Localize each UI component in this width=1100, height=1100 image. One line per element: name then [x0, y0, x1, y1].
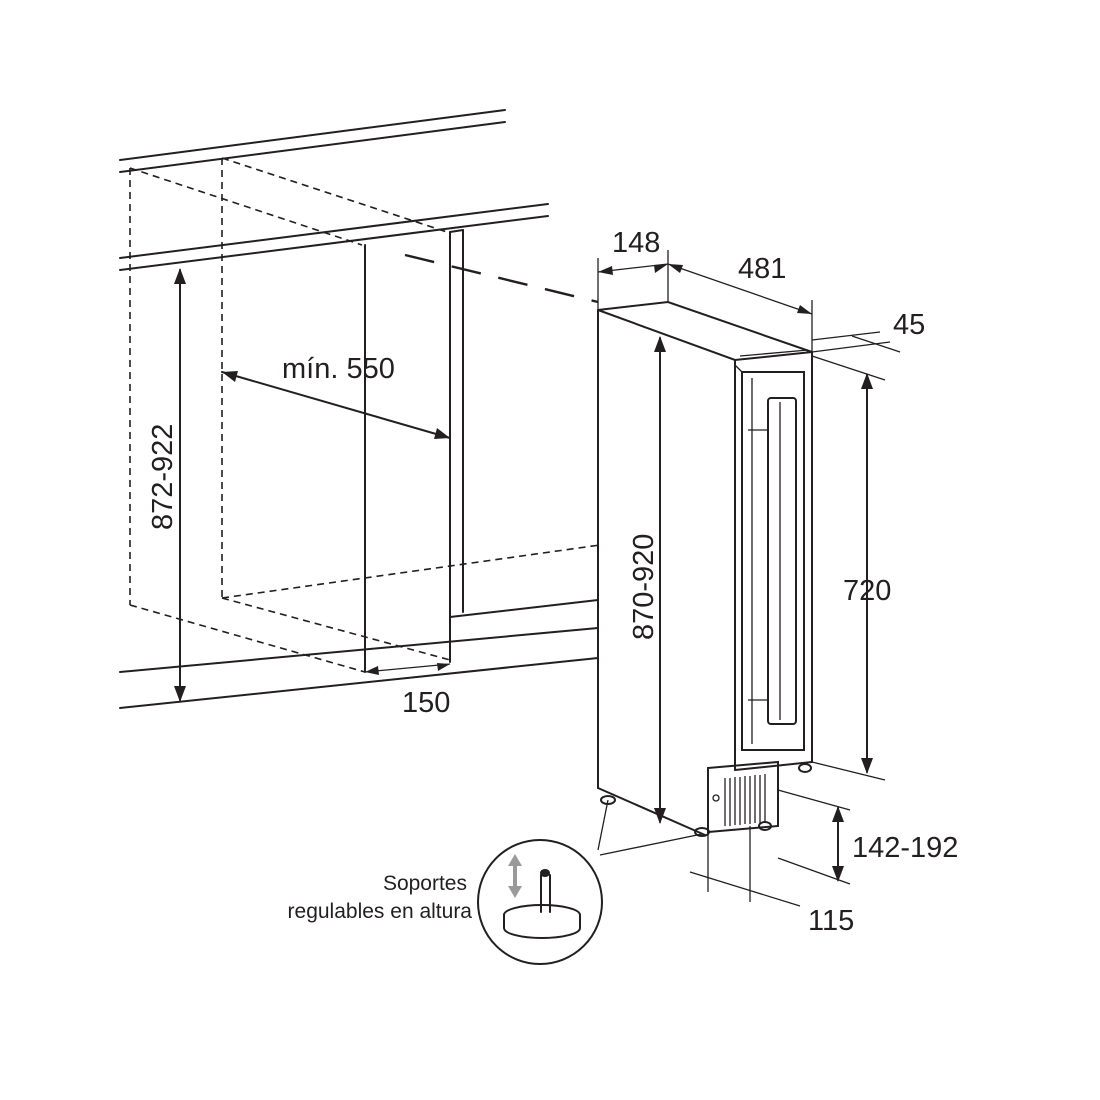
dim-150: 150: [402, 687, 450, 719]
dim-45: 45: [893, 309, 925, 341]
cabinet-niche: [119, 109, 601, 709]
dim-115: 115: [808, 905, 854, 937]
dimension-lines: [174, 250, 901, 907]
ventilation-grill: [724, 774, 766, 826]
dim-870-920: 870-920: [628, 534, 660, 640]
adjustable-foot-icon: [503, 869, 581, 939]
dim-872-922: 872-922: [147, 424, 179, 530]
dim-481: 481: [738, 253, 786, 285]
note-line-1: Soportes: [383, 872, 467, 895]
dim-142-192: 142-192: [852, 832, 958, 864]
dim-min-550: mín. 550: [282, 353, 395, 385]
wine-cooler: [597, 300, 813, 837]
up-down-arrow-icon: [508, 854, 522, 898]
dim-720: 720: [843, 575, 891, 607]
alignment-guides: [404, 253, 599, 304]
note-line-2: regulables en altura: [288, 900, 473, 923]
adjustable-foot-detail: [477, 839, 603, 965]
dim-148: 148: [612, 227, 660, 259]
